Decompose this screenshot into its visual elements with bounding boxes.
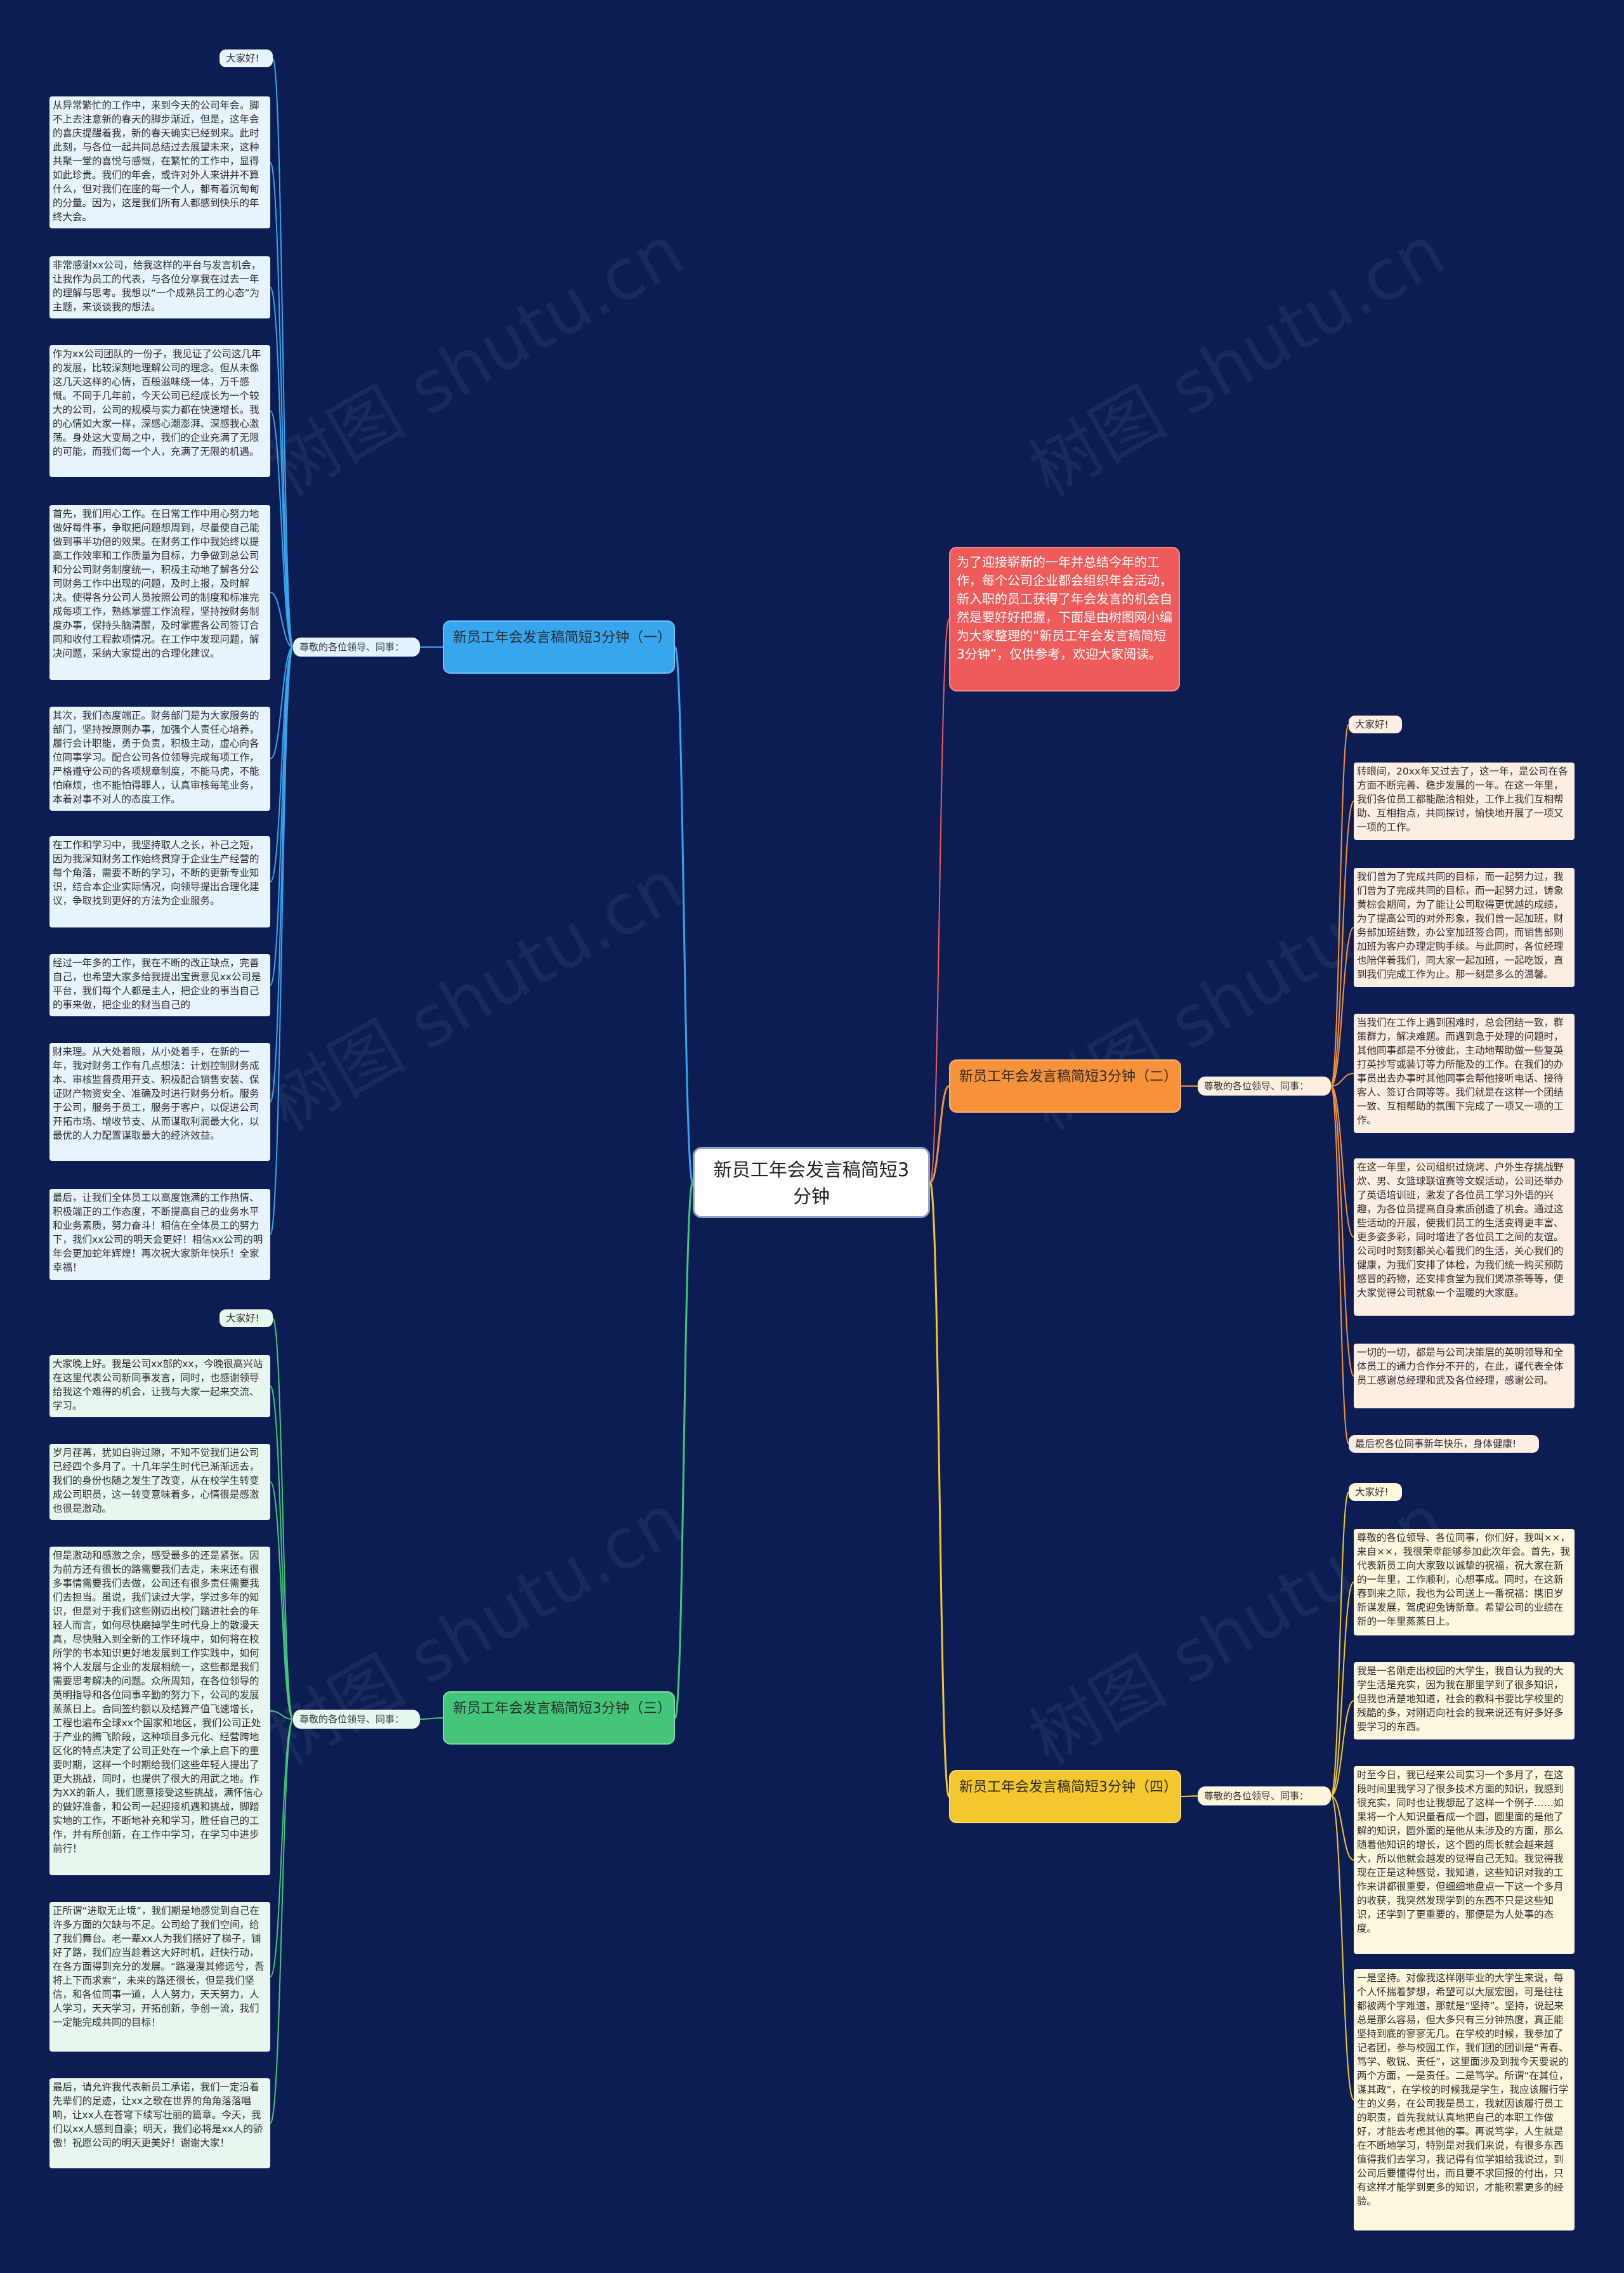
connector — [674, 1181, 694, 1719]
leaf[interactable]: 大家好! — [1349, 716, 1402, 733]
leaf[interactable]: 最后祝各位同事新年快乐，身体健康! — [1349, 1435, 1539, 1453]
branch-4[interactable]: 新员工年会发言稿简短3分钟（四） — [949, 1770, 1181, 1823]
intro-note[interactable]: 为了迎接崭新的一年并总结今年的工作，每个公司企业都会组织年会活动，新入职的员工获… — [949, 547, 1180, 691]
connector — [929, 1181, 950, 1798]
connector — [1181, 1795, 1198, 1797]
leaf[interactable]: 一切的一切，都是与公司决策层的英明领导和全体员工的通力合作分不开的，在此，谨代表… — [1354, 1344, 1575, 1408]
leaf[interactable]: 在这一年里，公司组织过烧烤、户外生存挑战野炊、男、女篮球联谊赛等文娱活动，公司还… — [1354, 1158, 1575, 1316]
connector — [674, 646, 694, 1184]
leaf[interactable]: 但是激动和感激之余，感受最多的还是紧张。因为前方还有很长的路需要我们去走，未来还… — [49, 1547, 270, 1875]
connector — [270, 162, 294, 648]
branch-3-label[interactable]: 尊敬的各位领导、同事： — [293, 1710, 420, 1729]
leaf[interactable]: 大家好! — [1349, 1483, 1402, 1501]
connector — [270, 646, 294, 759]
leaf[interactable]: 时至今日，我已经来公司实习一个多月了，在这段时间里我学习了很多技术方面的知识，我… — [1354, 1766, 1575, 1954]
branch-2[interactable]: 新员工年会发言稿简短3分钟（二） — [949, 1059, 1181, 1113]
leaf[interactable]: 大家好! — [219, 1309, 273, 1327]
leaf[interactable]: 作为xx公司团队的一份子，我见证了公司这几年的发展，比较深刻地理解公司的理念。但… — [49, 345, 270, 477]
leaf[interactable]: 非常感谢xx公司，给我这样的平台与发言机会，让我作为员工的代表，与各位分享我在过… — [49, 256, 270, 318]
branch-1[interactable]: 新员工年会发言稿简短3分钟（一） — [443, 620, 675, 674]
connector — [270, 592, 294, 648]
leaf[interactable]: 经过一年多的工作，我在不断的改正缺点，完善自己，也希望大家多给我提出宝贵意见xx… — [49, 954, 270, 1016]
connector — [929, 1085, 950, 1184]
leaf[interactable]: 岁月荏苒，犹如白驹过隙，不知不觉我们进公司已经四个多月了。十几年学生时代已渐渐远… — [49, 1444, 270, 1520]
branch-3[interactable]: 新员工年会发言稿简短3分钟（三） — [443, 1691, 675, 1745]
connector — [1330, 801, 1354, 1087]
connector — [1330, 1085, 1349, 1444]
connector — [270, 646, 294, 1235]
leaf[interactable]: 从异常繁忙的工作中，来到今天的公司年会。脚不上去注意新的春天的脚步渐近，但是，这… — [49, 96, 270, 228]
leaf[interactable]: 大家晚上好。我是公司xx部的xx，今晚很高兴站在这里代表公司新同事发言，同时，也… — [49, 1355, 270, 1417]
connector — [1330, 927, 1354, 1087]
root-topic[interactable]: 新员工年会发言稿简短3分钟 — [693, 1147, 930, 1218]
leaf[interactable]: 正所谓“进取无止境”，我们期是地感觉到自己在许多方面的欠缺与不足。公司给了我们空… — [49, 1902, 270, 2052]
leaf[interactable]: 一是坚持。对像我这样刚毕业的大学生来说，每个人怀揣着梦想，希望可以大展宏图，可是… — [1354, 1969, 1575, 2230]
leaf[interactable]: 转眼间，20xx年又过去了，这一年，是公司在各方面不断完善、稳步发展的一年。在这… — [1354, 763, 1575, 840]
connector — [272, 58, 294, 648]
connector — [1330, 1491, 1349, 1797]
connector — [270, 646, 294, 882]
connector — [270, 1719, 294, 1977]
connector — [270, 287, 294, 648]
leaf[interactable]: 其次，我们态度端正。财务部门是为大家服务的部门，坚持按原则办事，加强个人责任心培… — [49, 707, 270, 811]
branch-2-label[interactable]: 尊敬的各位领导、同事： — [1198, 1077, 1331, 1096]
connector — [1330, 1085, 1354, 1377]
connector — [1330, 1700, 1354, 1797]
leaf[interactable]: 我是一名刚走出校园的大学生，我自认为我的大学生活是充实，因为我在那里学到了很多知… — [1354, 1662, 1575, 1739]
leaf[interactable]: 财来理。从大处着眼，从小处着手，在新的一年，我对财务工作有几点想法：计划控制财务… — [49, 1043, 270, 1161]
connector — [270, 410, 294, 648]
connector — [1330, 1795, 1354, 1861]
leaf[interactable]: 当我们在工作上遇到困难时，总会团结一致，群策群力，解决难题。而遇到急于处理的问题… — [1354, 1014, 1575, 1133]
leaf[interactable]: 我们曾为了完成共同的目标，而一起努力过，我们曾为了完成共同的目标，而一起努力过，… — [1354, 868, 1575, 987]
connector — [1330, 1073, 1354, 1087]
leaf[interactable]: 在工作和学习中，我坚持取人之长，补己之短，因为我深知财务工作始终贯穿于企业生产经… — [49, 836, 270, 927]
leaf[interactable]: 大家好! — [219, 49, 273, 67]
leaf[interactable]: 尊敬的各位领导、各位同事，你们好，我叫××，来自××，我很荣幸能够参加此次年会。… — [1354, 1529, 1575, 1635]
connector — [270, 1710, 294, 1720]
connector — [419, 1717, 443, 1720]
connector — [1330, 1085, 1354, 1238]
connector — [929, 619, 950, 1183]
connector — [270, 1385, 294, 1720]
connector — [270, 646, 294, 986]
connector — [1330, 724, 1349, 1087]
leaf[interactable]: 最后，请允许我代表新员工承诺，我们一定沿着先辈们的足迹，让xx之歌在世界的角角落… — [49, 2078, 270, 2168]
connector — [1330, 1582, 1354, 1797]
leaf[interactable]: 最后，让我们全体员工以高度饱满的工作热情、积极端正的工作态度，不断提高自己的业务… — [49, 1189, 270, 1280]
connector — [270, 1481, 294, 1720]
branch-4-label[interactable]: 尊敬的各位领导、同事： — [1198, 1786, 1331, 1805]
connector — [270, 1719, 294, 2124]
connector — [1330, 1795, 1354, 2100]
leaf[interactable]: 首先，我们用心工作。在日常工作中用心努力地做好每件事，争取把问题想周到，尽量使自… — [49, 505, 270, 680]
connector — [272, 1318, 294, 1720]
branch-1-label[interactable]: 尊敬的各位领导、同事： — [293, 638, 420, 657]
